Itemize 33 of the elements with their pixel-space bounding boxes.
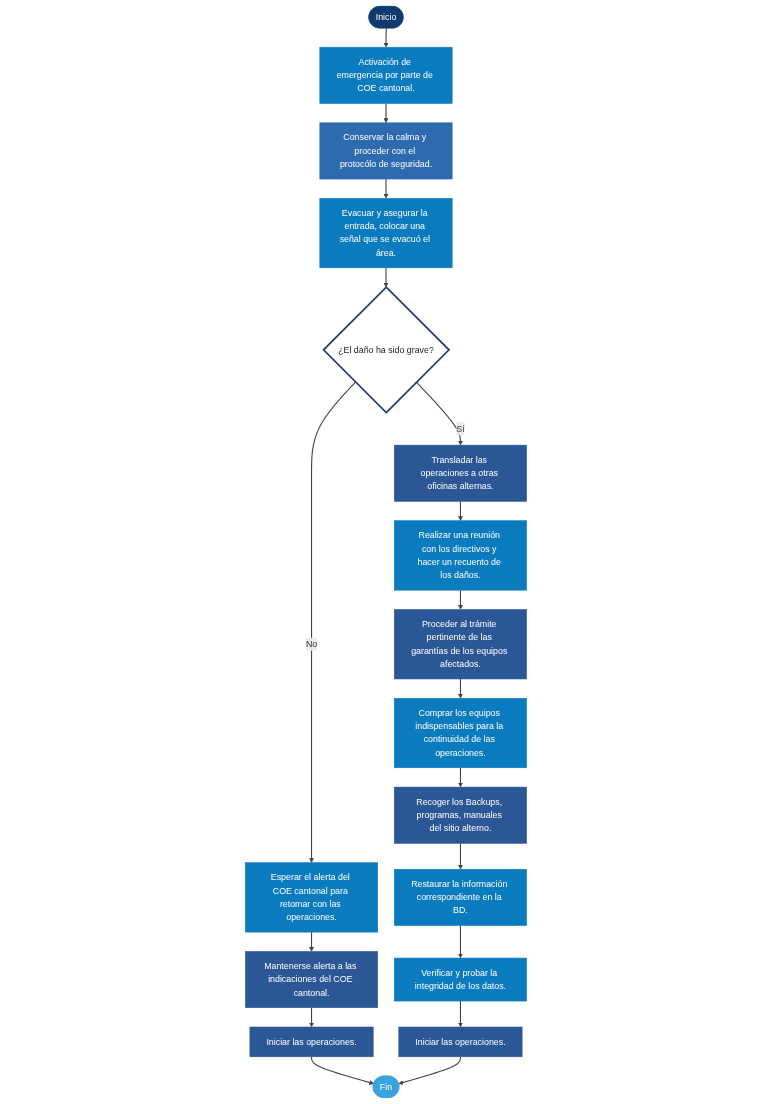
- node-box: Proceder al trámite pertinente de las garantías de los equipos afectados.: [393, 609, 527, 680]
- arrow: [415, 381, 463, 446]
- node-box: Transladar las operaciones a otras oficinas alternas.: [393, 444, 527, 502]
- edge-label: Sí: [455, 423, 465, 434]
- arrow: [457, 1000, 463, 1028]
- arrow: [383, 267, 388, 288]
- arrow: [457, 678, 463, 699]
- node-box: Comprar los equipos indispensables para la continuidad de las operaciones.: [393, 698, 527, 769]
- arrow: [308, 931, 314, 952]
- arrow: [310, 1056, 374, 1085]
- edge-label: No: [305, 639, 317, 649]
- arrow: [397, 1056, 461, 1085]
- arrow: [457, 767, 463, 788]
- node-box: Realizar una reunión con los directivos y hacer un recuento de los daños.: [393, 520, 527, 591]
- arrow: [457, 500, 463, 521]
- node-box: Conservar la calma y proceder con el protocólo de seguridad.: [319, 122, 452, 180]
- arrow: [308, 1007, 314, 1028]
- arrow: [383, 27, 388, 48]
- node-box: Mantenerse alerta a las indicaciones del COE cantonal.: [244, 951, 378, 1008]
- node-diamond: ¿El daño ha sido grave?: [321, 285, 450, 414]
- arrow: [383, 102, 388, 123]
- arrow: [308, 381, 356, 863]
- node-box: Recoger los Backups, programas, manuales del sitio alterno.: [393, 786, 527, 844]
- node-box: Restaurar la información correspondiente en la BD.: [393, 868, 527, 926]
- arrow: [457, 924, 463, 959]
- arrow: [457, 842, 463, 870]
- node-box: Iniciar las operaciones.: [398, 1026, 522, 1058]
- node-box: Activación de emergencia por parte de COE cantonal.: [319, 46, 452, 104]
- node-box: Iniciar las operaciones.: [249, 1026, 373, 1058]
- node-box: Verificar y probar la integridad de los datos.: [393, 957, 527, 1002]
- node-box: Esperar el alerta del COE cantonal para retomar con las operaciones.: [244, 862, 378, 933]
- node-box: Evacuar y asegurar la entrada, colocar una señal que se evacuó el área.: [319, 198, 452, 269]
- arrow: [383, 178, 388, 199]
